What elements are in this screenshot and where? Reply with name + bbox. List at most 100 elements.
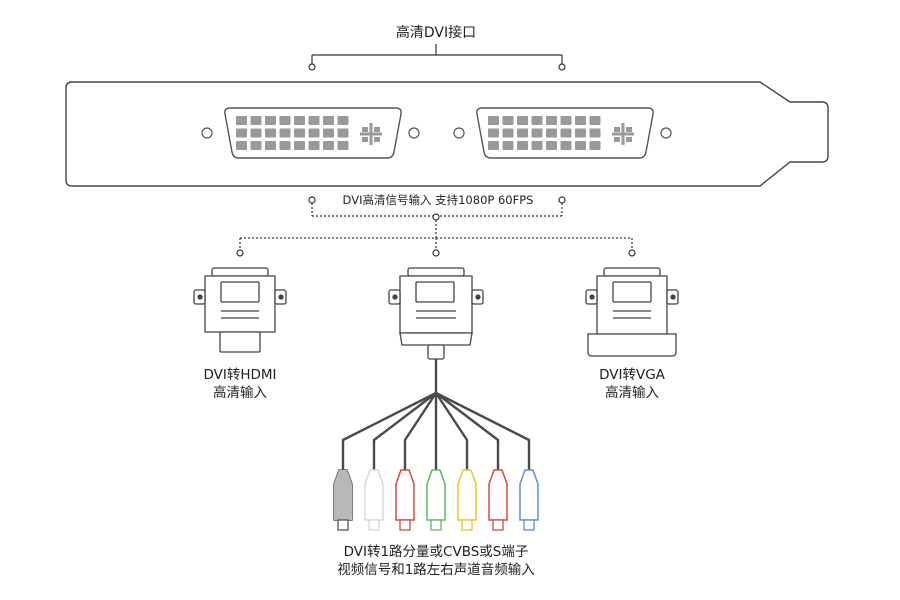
- dvi-pin: [323, 141, 334, 150]
- plug-tip: [368, 519, 380, 531]
- dvi-ground-pin: [362, 137, 368, 142]
- dvi-ground-pin: [614, 137, 620, 142]
- breakout-caption-line2: 视频信号和1路左右声道音频输入: [337, 562, 535, 578]
- plug-tip: [399, 519, 411, 531]
- dvi-ground-pin: [374, 127, 380, 132]
- dvi-pin: [575, 116, 586, 125]
- dvi-pin: [560, 116, 572, 125]
- top-label: 高清DVI接口: [395, 25, 477, 41]
- dvi-pin: [502, 128, 514, 138]
- dvi-pin: [323, 116, 334, 125]
- dvi-pin: [517, 141, 528, 150]
- dvi-pin: [294, 128, 305, 138]
- cable-wire: [403, 392, 438, 470]
- hdmi-adapter-caption: DVI转HDMI 高清输入: [180, 366, 300, 402]
- bracket-dot-left: [308, 63, 316, 71]
- rca-plug: [519, 469, 539, 531]
- plug-tip: [461, 519, 473, 531]
- plug-body: [395, 469, 415, 521]
- dvi-pin: [250, 116, 262, 125]
- cable-wire: [434, 392, 469, 470]
- dvi-pin: [575, 128, 586, 138]
- vga-adapter: [585, 267, 679, 357]
- dvi-pin: [265, 116, 276, 125]
- dvi-pin: [589, 141, 601, 150]
- dvi-pin: [323, 128, 334, 138]
- dvi-ground-pin: [374, 137, 380, 142]
- breakout-caption-line1: DVI转1路分量或CVBS或S端子: [343, 544, 529, 560]
- hdmi-caption-line2: 高清输入: [213, 385, 267, 401]
- rca-plug: [395, 469, 415, 531]
- dvi-pin: [236, 128, 247, 138]
- dvi-pin: [560, 141, 572, 150]
- dvi-pin: [236, 141, 247, 150]
- dvi-pin: [560, 128, 572, 138]
- rca-plug: [426, 469, 446, 531]
- hdmi-caption-line1: DVI转HDMI: [203, 367, 277, 383]
- bracket-dot-right: [558, 63, 566, 71]
- dvi-pin: [279, 116, 291, 125]
- dvi-pin: [279, 141, 291, 150]
- dvi-pin: [279, 128, 291, 138]
- dvi-pin: [502, 116, 514, 125]
- vga-caption-line1: DVI转VGA: [599, 367, 665, 383]
- plug-tip: [337, 519, 349, 531]
- cable-wire: [341, 391, 437, 470]
- dvi-pin: [589, 116, 601, 125]
- dvi-pin: [502, 141, 514, 150]
- pci-bracket-plate: [65, 81, 829, 187]
- dvi-pin: [546, 116, 557, 125]
- dvi-pin: [265, 141, 276, 150]
- dvi-pin: [294, 116, 305, 125]
- rca-plug: [333, 469, 353, 531]
- breakout-adapter: [388, 267, 484, 360]
- vga-caption-line2: 高清输入: [605, 385, 659, 401]
- dvi-pin: [250, 141, 262, 150]
- dvi-ground-pin: [626, 137, 632, 142]
- cable-wire: [372, 392, 437, 470]
- signal-bracket: [239, 203, 633, 250]
- breakout-cables: [341, 359, 531, 470]
- signal-label: DVI高清信号输入 支持1080P 60FPS: [342, 193, 534, 207]
- plug-tip: [492, 519, 504, 531]
- plug-fill: [334, 470, 352, 520]
- dvi-pin: [308, 128, 320, 138]
- top-bracket: [311, 44, 563, 66]
- dvi-pin: [236, 116, 247, 125]
- dvi-ground-pin: [362, 127, 368, 132]
- dvi-pin: [337, 128, 349, 138]
- dvi-pin: [488, 116, 499, 125]
- dvi-pin: [488, 141, 499, 150]
- plug-tip: [523, 519, 535, 531]
- dvi-blade-h: [612, 132, 634, 136]
- dvi-pin: [531, 128, 543, 138]
- dvi-ground-pin: [614, 127, 620, 132]
- cable-wire: [435, 391, 531, 470]
- rca-plug: [364, 469, 384, 531]
- dvi-pin: [308, 116, 320, 125]
- plug-body: [426, 469, 446, 521]
- vga-adapter-caption: DVI转VGA 高清输入: [572, 366, 692, 402]
- breakout-plugs: [333, 469, 539, 531]
- breakout-caption: DVI转1路分量或CVBS或S端子 视频信号和1路左右声道音频输入: [290, 543, 582, 579]
- rca-plug: [457, 469, 477, 531]
- dvi-port-left: [201, 107, 420, 159]
- cable-wire: [435, 392, 500, 470]
- dvi-pin: [337, 141, 349, 150]
- plug-body: [364, 469, 384, 521]
- dvi-pin: [517, 128, 528, 138]
- dvi-pin: [265, 128, 276, 138]
- dvi-pin: [575, 141, 586, 150]
- dvi-pin: [546, 128, 557, 138]
- dvi-blade-h: [360, 132, 382, 136]
- dvi-pin: [488, 128, 499, 138]
- rca-plug: [488, 469, 508, 531]
- dvi-pin: [546, 141, 557, 150]
- plug-body: [519, 469, 539, 521]
- plug-body: [457, 469, 477, 521]
- dvi-pin: [589, 128, 601, 138]
- dvi-pin: [531, 141, 543, 150]
- dvi-pin: [517, 116, 528, 125]
- hdmi-adapter: [193, 267, 287, 353]
